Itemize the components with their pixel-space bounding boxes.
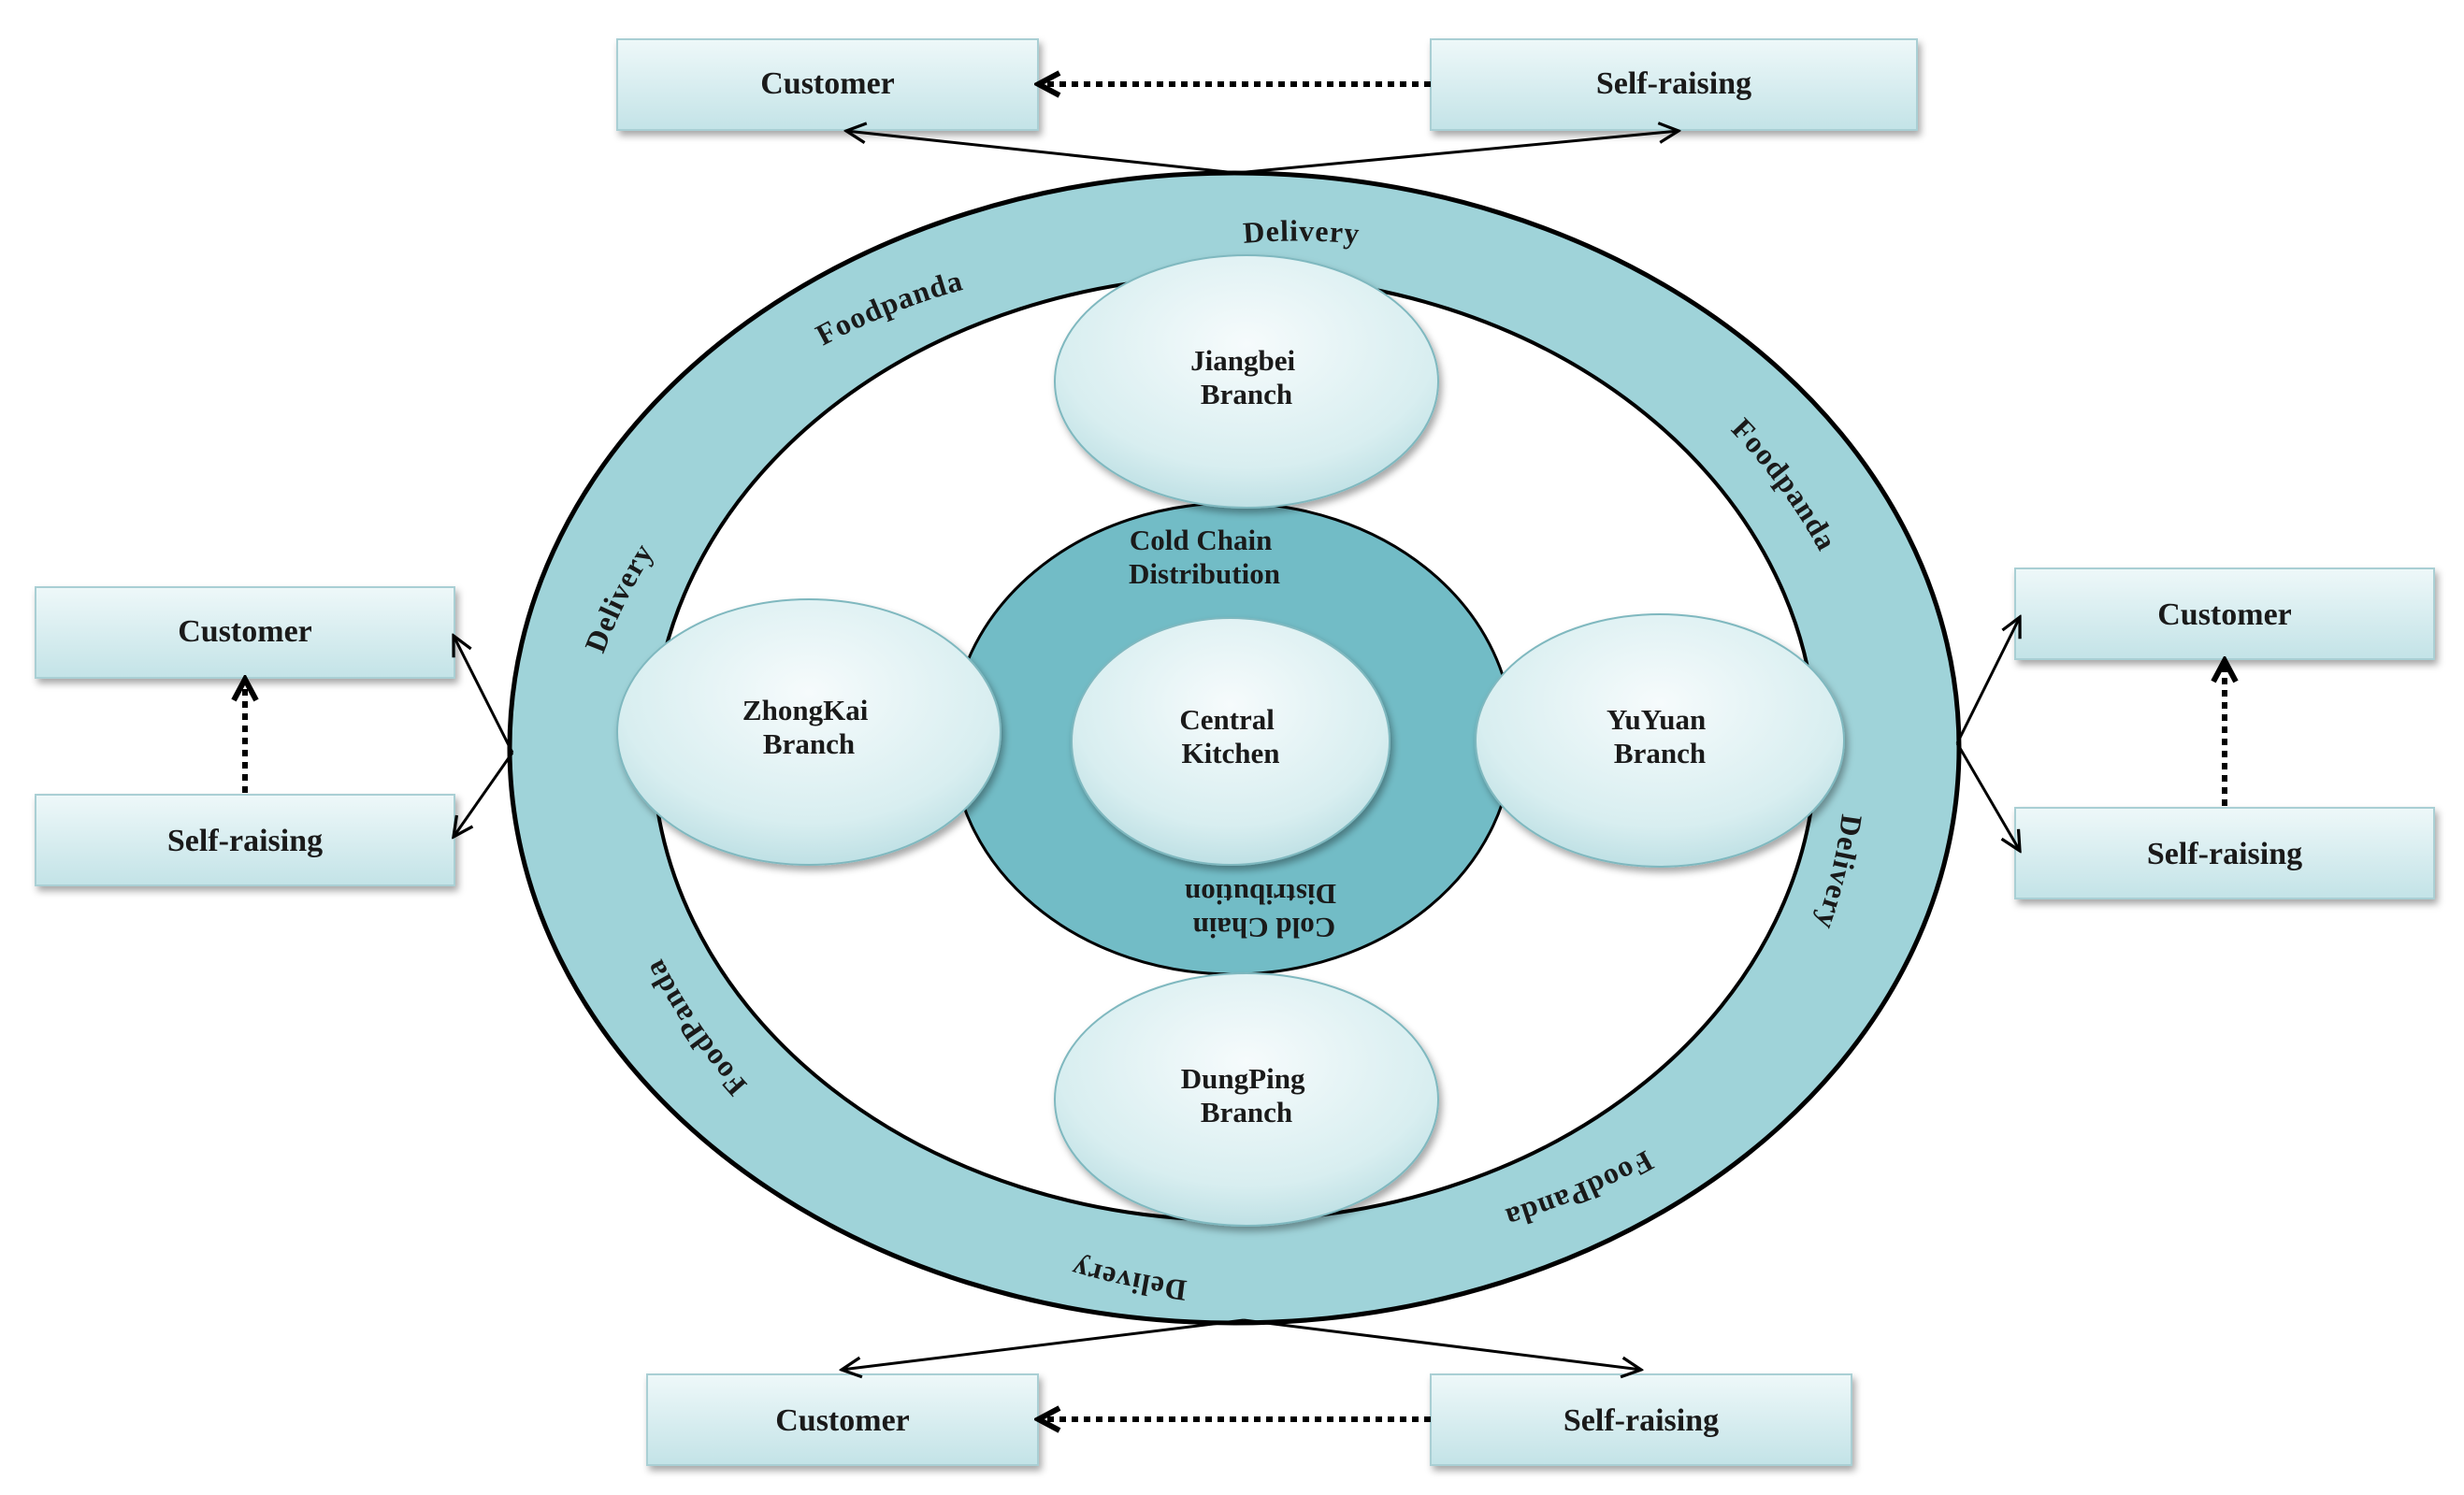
box-top-customer: Customer: [616, 38, 1039, 131]
ring-label-delivery-top: Delivery: [1242, 213, 1362, 250]
svg-text:YuYuan Branch: YuYuan Branch: [1607, 703, 1713, 769]
arrow-right-to-self-raising: [1955, 742, 2020, 851]
svg-text:Cold Chain Distribution: Cold Chain Distribution: [1185, 878, 1336, 944]
arrow-left-to-customer: [454, 636, 514, 754]
svg-text:Self-raising: Self-raising: [1596, 66, 1751, 101]
arrow-left-to-self-raising: [454, 752, 514, 837]
arrow-top-to-customer: [846, 131, 1237, 175]
arrow-top-to-self-raising: [1235, 131, 1679, 175]
node-zhongkai-branch: ZhongKai Branch: [616, 598, 1001, 866]
svg-text:Customer: Customer: [775, 1403, 910, 1438]
svg-text:Central Kitchen: Central Kitchen: [1179, 703, 1281, 769]
arrow-bottom-to-customer: [842, 1318, 1245, 1370]
cold-chain-bottom-line-1: Cold Chain: [1193, 912, 1335, 944]
svg-text:Self-raising: Self-raising: [167, 824, 323, 858]
svg-text:Self-raising: Self-raising: [2147, 837, 2302, 871]
cold-chain-top-line-1: Cold Chain: [1130, 524, 1272, 556]
box-right-customer: Customer: [2014, 568, 2435, 660]
svg-text:Self-raising: Self-raising: [1563, 1403, 1719, 1438]
node-yuyuan-branch: YuYuan Branch: [1475, 613, 1845, 868]
svg-text:DungPing Branch: DungPing Branch: [1181, 1062, 1312, 1128]
cold-chain-bottom-line-2: Distribution: [1185, 878, 1336, 911]
svg-text:ZhongKai Branch: ZhongKai Branch: [742, 694, 875, 760]
dotted-arrows: [245, 84, 2225, 1419]
svg-text:Customer: Customer: [760, 66, 895, 101]
box-top-self-raising: Self-raising: [1430, 38, 1918, 131]
cold-chain-top-line-2: Distribution: [1129, 557, 1280, 590]
node-jiangbei-branch: Jiangbei Branch: [1054, 254, 1439, 509]
cold-chain-label-bottom: Cold Chain Distribution: [1185, 878, 1336, 944]
box-bottom-self-raising: Self-raising: [1430, 1373, 1852, 1466]
arrow-right-to-customer: [1955, 617, 2020, 744]
box-right-self-raising: Self-raising: [2014, 807, 2435, 899]
node-dungping-branch: DungPing Branch: [1054, 972, 1439, 1227]
box-left-self-raising: Self-raising: [35, 794, 455, 886]
solid-arrows: [454, 131, 2020, 1370]
arrow-bottom-to-self-raising: [1243, 1318, 1641, 1370]
node-central-kitchen: Central Kitchen: [1071, 617, 1391, 866]
box-left-customer: Customer: [35, 586, 455, 679]
svg-text:Customer: Customer: [2157, 597, 2292, 632]
cold-chain-label-top: Cold Chain Distribution: [1129, 524, 1280, 590]
svg-text:Jiangbei Branch: Jiangbei Branch: [1190, 344, 1303, 410]
box-bottom-customer: Customer: [646, 1373, 1039, 1466]
svg-text:Customer: Customer: [178, 614, 312, 649]
